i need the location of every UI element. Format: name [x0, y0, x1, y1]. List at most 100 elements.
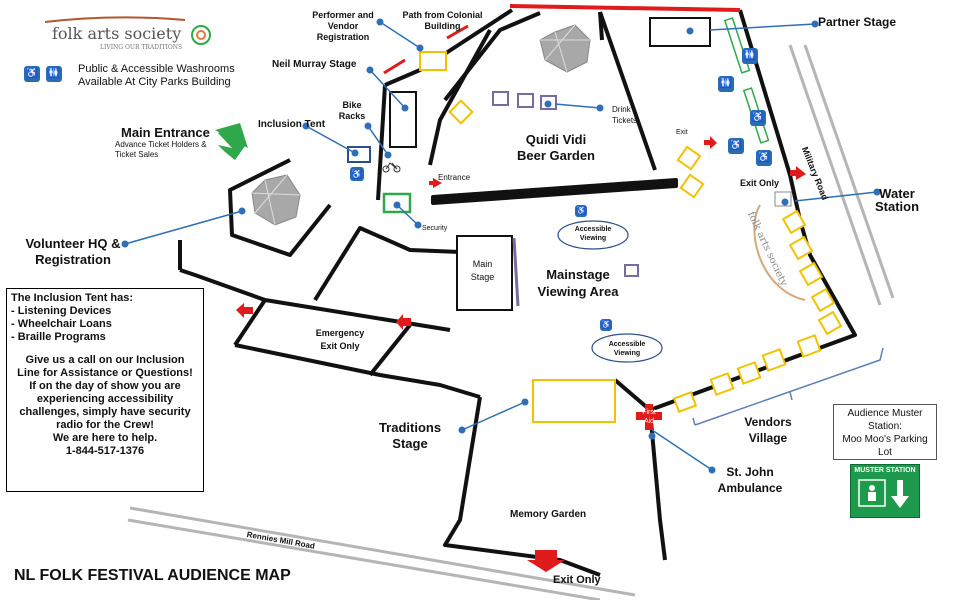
- exit-only-arrow-right: [790, 166, 806, 180]
- logo-text: folk arts society: [52, 24, 182, 43]
- booth: [676, 145, 702, 171]
- accessible-icon: ♿: [750, 110, 766, 126]
- inclusion-tent-box: [347, 146, 371, 163]
- booth: [796, 334, 822, 358]
- emergency-path-left: [233, 298, 267, 347]
- beer-garden-left-edge: [428, 29, 492, 166]
- logo-swirl-icon: [191, 25, 211, 45]
- partner-stage: [649, 17, 711, 47]
- washroom-icon: 🚻: [742, 48, 758, 64]
- accessible-viewing-ellipse: [557, 220, 629, 250]
- accessible-icon: ♿: [24, 66, 40, 82]
- volunteer-hq-area: [228, 158, 332, 257]
- drink-ticket-booth: [492, 91, 509, 106]
- partner-stage-label: Partner Stage: [818, 15, 897, 29]
- info-phone: 1-844-517-1376: [65, 445, 145, 457]
- emergency-path-right: [368, 323, 412, 377]
- booth: [817, 310, 843, 336]
- exit-arrow: [704, 136, 717, 149]
- colonial-path-arrow: [446, 24, 469, 40]
- booth: [761, 348, 787, 372]
- leader-lines: [124, 21, 878, 471]
- rennies-mill-road-line: [129, 506, 636, 597]
- info-message: challenges, simply have security: [19, 406, 191, 418]
- muster-line: Moo Moo's Parking: [842, 434, 928, 445]
- drink-ticket-booth: [624, 264, 639, 277]
- booth: [709, 372, 735, 396]
- page-title: NL FOLK FESTIVAL AUDIENCE MAP: [14, 567, 291, 584]
- exit-only-bottom-label: Exit Only: [553, 574, 601, 586]
- vendor-booths: [419, 51, 843, 413]
- info-message: Give us a call on our Inclusion: [25, 354, 185, 366]
- accessible-icon: ♿: [600, 319, 612, 331]
- emergency-exit-arrow: [396, 314, 411, 330]
- entrance-arrow: [429, 178, 442, 188]
- main-stage: [456, 235, 513, 311]
- exit-label: Exit: [676, 129, 688, 136]
- neil-murray-arrow: [383, 58, 406, 75]
- main-stage-backline: [512, 237, 520, 307]
- washroom-icon: 🚻: [718, 76, 734, 92]
- vendors-village-bracket: [694, 347, 884, 426]
- logo-watermark: [753, 204, 806, 301]
- muster-people-arrow-icon: [858, 479, 909, 508]
- entrance-label: Entrance: [438, 173, 471, 182]
- washrooms-note-line: Public & Accessible Washrooms: [78, 63, 235, 75]
- washroom-icon: 🚻: [46, 66, 62, 82]
- beer-garden-tent: [539, 24, 591, 73]
- first-aid-cross-icon: [636, 404, 662, 430]
- security-label: Security: [422, 225, 448, 232]
- folk-arts-logo: folk arts society LIVING OUR TRADITIONS: [40, 14, 212, 54]
- muster-line: Station:: [868, 421, 902, 432]
- roads: [127, 44, 895, 600]
- inclusion-info-box: The Inclusion Tent has: - Listening Devi…: [6, 288, 204, 492]
- info-item: - Wheelchair Loans: [11, 318, 112, 330]
- memory-garden-east: [648, 409, 667, 561]
- exit-path-top: [509, 4, 741, 12]
- booth: [679, 173, 705, 199]
- main-entrance-sublabel: Advance Ticket Holders &Ticket Sales: [115, 140, 207, 159]
- memory-garden-west: [443, 396, 601, 577]
- accessible-icon: ♿: [756, 150, 772, 166]
- muster-station-box: Audience Muster Station: Moo Moo's Parki…: [833, 404, 937, 460]
- booth: [798, 261, 824, 287]
- neil-murray-label: Neil Murray Stage: [272, 59, 357, 70]
- info-message: experiencing accessibility: [36, 393, 174, 405]
- muster-line: Lot: [878, 447, 892, 458]
- booth: [448, 99, 474, 125]
- beer-garden-right-top: [598, 11, 604, 41]
- drink-ticket-booth: [517, 93, 534, 108]
- military-road-line: [788, 44, 882, 306]
- beer-garden-right-edge: [598, 11, 657, 171]
- volunteer-hq-tent: [251, 174, 301, 226]
- traditions-link: [613, 378, 652, 412]
- washrooms-note-line: Available At City Parks Building: [78, 76, 231, 88]
- volunteer-hq-label: Volunteer HQ &Registration: [25, 236, 121, 267]
- accessible-icon: ♿: [575, 205, 587, 217]
- muster-line: Audience Muster: [847, 408, 923, 419]
- muster-sign-text: MUSTER STATION: [854, 467, 916, 474]
- neil-murray-fence: [376, 84, 387, 201]
- info-item: - Listening Devices: [11, 305, 112, 317]
- memory-garden-label: Memory Garden: [510, 509, 587, 520]
- emergency-exit-arrow-left: [236, 303, 253, 318]
- beer-garden-bottom-fence: [431, 178, 678, 205]
- rennies-mill-road-line: [127, 518, 601, 600]
- exit-only-arrow-bottom: [527, 550, 565, 572]
- emergency-path-bottom: [234, 343, 481, 399]
- booth: [788, 235, 814, 261]
- inclusion-tent-label: Inclusion Tent: [258, 119, 326, 130]
- info-message: Line for Assistance or Questions!: [17, 367, 193, 379]
